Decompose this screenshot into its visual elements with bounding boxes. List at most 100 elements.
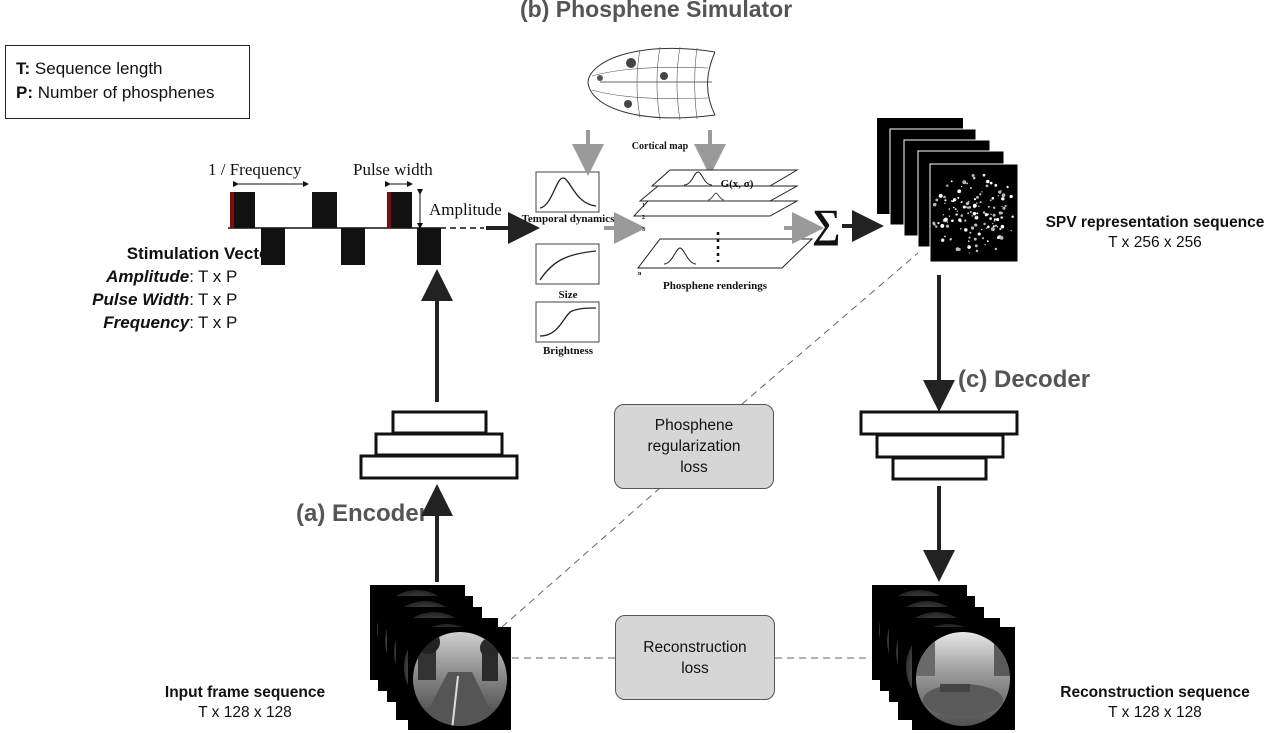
phosphene-dot xyxy=(998,190,1002,194)
phosphene-dot xyxy=(976,202,978,204)
phosphene-dot xyxy=(981,191,983,193)
input-dims: T x 128 x 128 xyxy=(198,704,292,721)
phosphene-dot xyxy=(937,222,940,225)
phosphene-dot xyxy=(964,219,967,222)
reconstruction-loss-label: Reconstruction loss xyxy=(643,638,747,677)
dashed-spv-to-phosphene-loss xyxy=(741,252,919,405)
phosphene-dot xyxy=(990,227,995,232)
input-title: Input frame sequence xyxy=(164,684,326,701)
phosphene-dot xyxy=(1009,194,1013,199)
phosphene-dot xyxy=(996,226,999,228)
phosphene-dot xyxy=(989,217,992,220)
phosphene-dot xyxy=(944,199,947,202)
phosphene-dot xyxy=(945,224,950,228)
brightness-plot xyxy=(535,301,600,343)
phosphene-dot xyxy=(957,196,960,199)
phosphene-dot xyxy=(985,184,989,188)
stim-row-pulse-width: Pulse Width:T x P xyxy=(92,290,238,309)
phosphene-dot xyxy=(979,201,982,204)
phosphene-dot xyxy=(975,249,979,253)
phosphene-dot xyxy=(955,198,957,201)
phosphene-dot xyxy=(974,244,978,248)
input-caption: Input frame sequence T x 128 x 128 xyxy=(140,683,350,723)
phosphene-dot xyxy=(996,236,1000,240)
phosphene-dot xyxy=(1000,224,1005,229)
phosphene-dot xyxy=(971,215,973,217)
phosphene-dot xyxy=(965,206,967,208)
phosphene-dot xyxy=(1000,216,1003,219)
layer-index-2: 2 xyxy=(642,215,645,221)
phosphene-dot xyxy=(955,247,960,252)
phosphene-dot xyxy=(933,223,936,226)
phosphene-dot xyxy=(974,215,979,220)
phosphene-dot xyxy=(994,247,998,251)
phosphene-dot xyxy=(968,236,971,239)
phosphene-dot xyxy=(992,222,994,225)
legend-box: T: Sequence length P: Number of phosphen… xyxy=(5,45,250,119)
phosphene-renderings-stack xyxy=(632,169,814,269)
phosphene-dot xyxy=(967,212,970,215)
phosphene-dot xyxy=(1002,206,1006,210)
phosphene-simulator-title: (b) Phosphene Simulator xyxy=(520,0,793,22)
phosphene-dot xyxy=(984,243,986,246)
phosphene-dot xyxy=(971,173,975,178)
phosphene-dot xyxy=(998,211,1002,215)
phosphene-dot xyxy=(992,213,996,217)
phosphene-dot xyxy=(964,228,968,232)
phosphene-dot xyxy=(983,222,986,226)
phosphene-dot xyxy=(944,235,946,238)
phosphene-dot xyxy=(1001,193,1006,198)
phosphene-dot xyxy=(954,208,957,211)
phosphene-dot xyxy=(1001,197,1005,201)
phosphene-dot xyxy=(965,202,969,206)
input-frame-stack xyxy=(370,585,511,730)
phosphene-dot xyxy=(985,227,988,229)
legend-t: T: Sequence length xyxy=(16,59,163,78)
phosphene-dot xyxy=(1004,204,1007,208)
sum-symbol: ∑ xyxy=(812,201,841,246)
decoder-title: (c) Decoder xyxy=(958,366,1091,393)
size-plot xyxy=(535,243,600,285)
phosphene-dot xyxy=(975,215,978,218)
phosphene-dot xyxy=(967,245,971,249)
phosphene-dot xyxy=(999,227,1002,231)
cortical-map-sketch xyxy=(587,46,716,121)
phosphene-dot xyxy=(1006,185,1009,189)
reconstruction-frame-stack xyxy=(872,585,1015,730)
phosphene-dot xyxy=(943,195,946,199)
phosphene-dot xyxy=(973,198,977,201)
phosphene-dot xyxy=(973,237,977,241)
phosphene-dot xyxy=(969,187,972,189)
phosphene-dot xyxy=(944,202,946,205)
pulse-width-label: Pulse width xyxy=(353,160,433,179)
stimulation-vector-header: Stimulation Vector xyxy=(126,244,276,263)
phosphene-dot xyxy=(962,180,967,185)
brightness-label: Brightness xyxy=(542,345,594,357)
phosphene-dot xyxy=(960,201,963,204)
phosphene-dot xyxy=(976,195,979,199)
phosphene-dot xyxy=(960,214,964,217)
phosphene-dot xyxy=(962,205,966,209)
temporal-dynamics-label: Temporal dynamics xyxy=(521,213,615,225)
phosphene-dot xyxy=(986,179,990,184)
phosphene-dot xyxy=(949,237,952,241)
phosphene-dot xyxy=(948,208,951,210)
phosphene-dot xyxy=(997,195,1000,197)
phosphene-loss-label: Phosphene regularization loss xyxy=(647,417,741,476)
spv-caption: SPV representation sequence T x 256 x 25… xyxy=(1030,213,1280,253)
stimulation-waveform xyxy=(228,181,484,265)
reconstruction-title: Reconstruction sequence xyxy=(1060,684,1250,701)
phosphene-dot xyxy=(969,231,972,234)
phosphene-dot xyxy=(987,205,990,208)
phosphene-dot xyxy=(932,202,937,207)
encoder-block xyxy=(359,410,519,480)
phosphene-dot xyxy=(977,232,981,236)
phosphene-dot xyxy=(966,182,969,185)
phosphene-dot xyxy=(946,221,948,223)
phosphene-dot xyxy=(957,189,962,194)
reconstruction-dims: T x 128 x 128 xyxy=(1108,704,1202,721)
encoder-title: (a) Encoder xyxy=(296,500,429,527)
spv-sequence-stack xyxy=(877,118,1019,263)
phosphene-dot xyxy=(982,237,985,240)
